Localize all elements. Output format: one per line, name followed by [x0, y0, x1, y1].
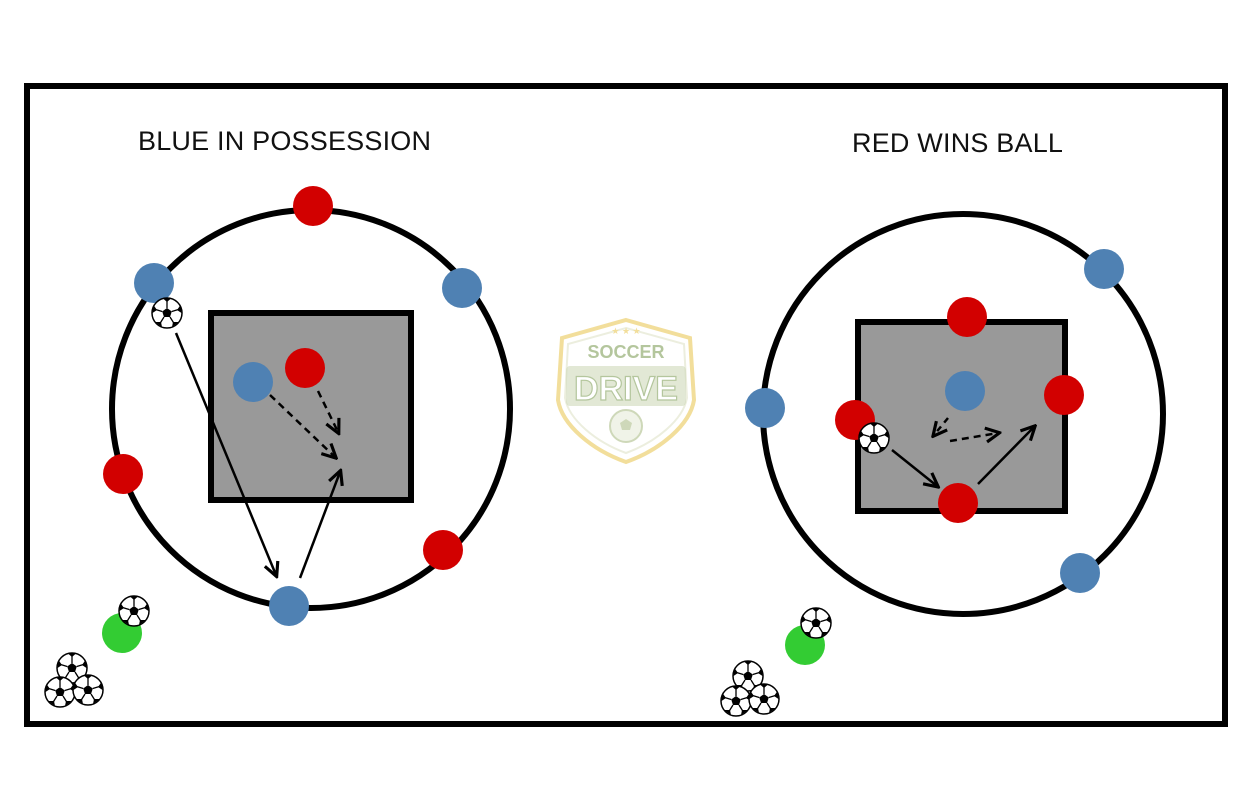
blue-player-icon	[134, 263, 174, 303]
center-grid-right	[855, 319, 1068, 514]
soccer-ball-icon	[800, 607, 832, 639]
panel-right	[720, 211, 1166, 717]
blue-player-icon	[269, 586, 309, 626]
red-player-icon	[293, 186, 333, 226]
pass-arrow-4	[977, 427, 1034, 485]
panel-title-left: BLUE IN POSSESSION	[138, 126, 432, 156]
logo-line-2: DRIVE	[574, 370, 678, 408]
blue-player-icon	[745, 388, 785, 428]
blue-player-icon	[945, 371, 985, 411]
run-arrow-blue-right	[934, 417, 949, 435]
soccer-drive-logo: ★ ★ ★ SOCCER DRIVE	[555, 317, 697, 465]
panel-title-right: RED WINS BALL	[852, 128, 1064, 158]
logo-line-1: SOCCER	[587, 342, 664, 362]
run-arrow-red-right	[949, 433, 998, 441]
run-arrow-red	[316, 390, 338, 432]
soccer-ball-icon	[72, 674, 104, 706]
center-grid-left	[208, 310, 414, 503]
blue-player-icon	[442, 268, 482, 308]
red-player-icon	[103, 454, 143, 494]
panel-left	[44, 186, 513, 708]
red-player-icon	[285, 348, 325, 388]
soccer-ball-icon	[748, 683, 780, 715]
blue-player-icon	[1084, 249, 1124, 289]
soccer-ball-icon	[118, 595, 150, 627]
blue-player-icon	[1060, 553, 1100, 593]
svg-text:★ ★ ★: ★ ★ ★	[611, 326, 640, 336]
pass-arrow-1	[174, 332, 276, 575]
red-player-icon	[947, 297, 987, 337]
soccer-ball-icon	[44, 676, 76, 708]
red-player-icon	[938, 483, 978, 523]
soccer-ball-icon	[858, 422, 890, 454]
red-player-icon	[1044, 375, 1084, 415]
red-player-icon	[423, 530, 463, 570]
pass-arrow-3	[891, 449, 937, 486]
pass-arrow-2	[298, 472, 340, 579]
soccer-ball-icon	[720, 685, 752, 717]
soccer-ball-icon	[151, 297, 183, 329]
blue-player-icon	[233, 362, 273, 402]
run-arrow-blue	[269, 394, 335, 457]
